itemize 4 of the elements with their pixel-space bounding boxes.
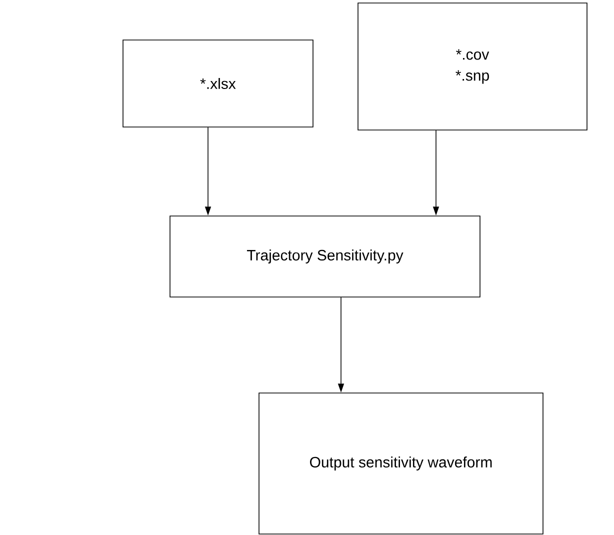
process-box: *.xlsx (122, 40, 314, 128)
process-box: *.cov *.snp (358, 2, 588, 130)
process-box: Trajectory Sensitivity.py (170, 216, 480, 298)
process-box: Output sensitivity waveform (258, 392, 544, 534)
